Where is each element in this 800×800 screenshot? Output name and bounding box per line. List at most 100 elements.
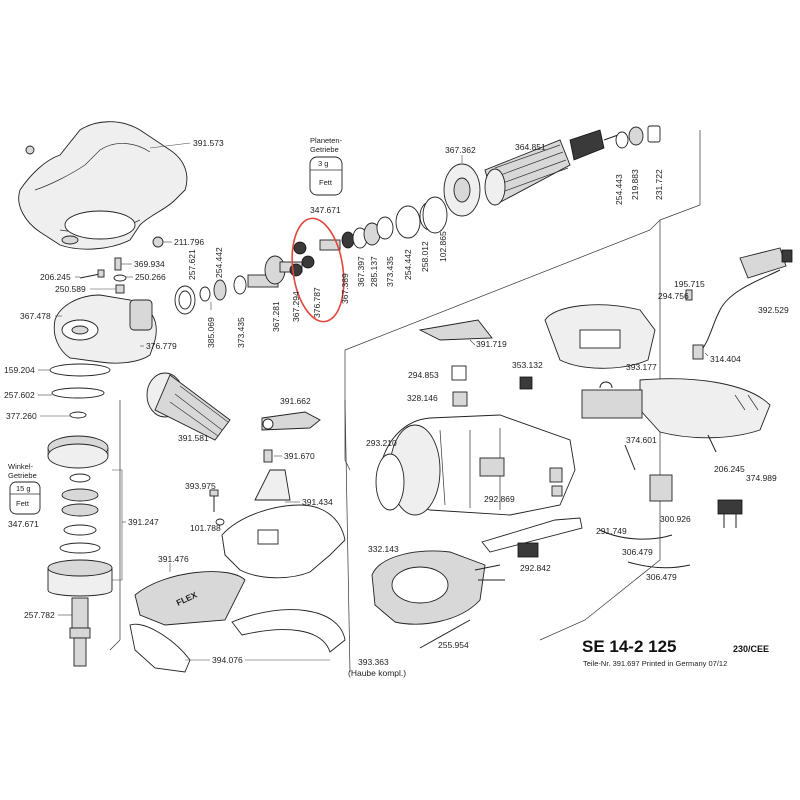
svg-text:391.662: 391.662 <box>280 396 311 406</box>
svg-text:373.435: 373.435 <box>385 256 395 287</box>
svg-text:257.782: 257.782 <box>24 610 55 620</box>
power-cord <box>692 247 793 360</box>
svg-text:291.749: 291.749 <box>596 526 627 536</box>
svg-text:367.397: 367.397 <box>356 256 366 287</box>
label-291749: 291.749 <box>481 517 627 553</box>
svg-text:394.076: 394.076 <box>212 655 243 665</box>
svg-text:367.389: 367.389 <box>340 273 350 304</box>
motor-housing-shell <box>18 121 188 250</box>
label-250266: 250.266 <box>126 272 166 282</box>
label-391581: 391.581 <box>178 433 209 443</box>
svg-text:101.788: 101.788 <box>190 523 221 533</box>
part-number-line: Teile-Nr. 391.697 Printed in Germany 07/… <box>583 659 727 668</box>
svg-text:254.442: 254.442 <box>214 247 224 278</box>
side-handle <box>146 372 231 441</box>
label-102865: 102.865 <box>438 231 448 262</box>
svg-text:206.245: 206.245 <box>40 272 71 282</box>
svg-text:258.012: 258.012 <box>420 241 430 272</box>
svg-text:385.069: 385.069 <box>206 317 216 348</box>
label-374989: 374.989 <box>717 473 777 528</box>
label-206245-left: 206.245 <box>40 272 80 282</box>
svg-text:211.796: 211.796 <box>174 237 204 247</box>
label-373435-right: 373.435 <box>385 256 395 287</box>
label-211796: 211.796 <box>152 236 204 248</box>
label-393363: 393.363 (Haube kompl.) <box>348 657 406 678</box>
svg-text:250.589: 250.589 <box>55 284 86 294</box>
svg-text:195.715: 195.715 <box>674 279 705 289</box>
label-376787: 376.787 <box>312 287 322 318</box>
svg-text:367.478: 367.478 <box>20 311 51 321</box>
svg-text:Planeten-: Planeten- <box>310 136 343 145</box>
label-254442-left: 254.442 <box>214 247 224 278</box>
svg-text:367.294: 367.294 <box>291 291 301 322</box>
label-364851: 364.851 <box>515 142 546 152</box>
label-254442-right: 254.442 <box>403 249 413 280</box>
label-367281: 367.281 <box>271 301 281 332</box>
label-195715: 195.715 <box>674 279 705 301</box>
svg-text:254.442: 254.442 <box>403 249 413 280</box>
label-377260: 377.260 <box>6 411 70 421</box>
svg-text:377.260: 377.260 <box>6 411 37 421</box>
label-373435-left: 373.435 <box>236 317 246 348</box>
title-block: SE 14-2 125 230/CEE Teile-Nr. 391.697 Pr… <box>582 637 769 668</box>
svg-text:257.602: 257.602 <box>4 390 35 400</box>
label-306479-lower: 306.479 <box>627 561 691 582</box>
svg-text:Fett: Fett <box>319 178 333 187</box>
model-title: SE 14-2 125 <box>582 637 677 656</box>
svg-text:3 g: 3 g <box>318 159 328 168</box>
guard-assembly: FLEX <box>129 411 346 673</box>
label-255954: 255.954 <box>419 619 471 650</box>
svg-text:391.581: 391.581 <box>178 433 209 443</box>
svg-text:292.842: 292.842 <box>520 563 551 573</box>
svg-text:332.143: 332.143 <box>368 544 399 554</box>
svg-text:300.926: 300.926 <box>660 514 691 524</box>
label-159204: 159.204 <box>4 365 50 375</box>
armature-assembly <box>443 125 661 217</box>
rear-housing-cover <box>544 304 656 369</box>
svg-text:376.779: 376.779 <box>146 341 177 351</box>
label-393975: 393.975 <box>185 481 216 491</box>
svg-text:159.204: 159.204 <box>4 365 35 375</box>
svg-text:376.787: 376.787 <box>312 287 322 318</box>
label-206245-right: 206.245 <box>707 434 745 474</box>
main-housing-293210 <box>375 414 576 516</box>
label-367397: 367.397 <box>356 256 366 287</box>
label-367362: 367.362 <box>445 145 476 163</box>
svg-text:328.146: 328.146 <box>407 393 438 403</box>
svg-text:392.529: 392.529 <box>758 305 789 315</box>
label-101788: 101.788 <box>190 523 221 533</box>
label-392529: 392.529 <box>758 305 789 315</box>
svg-text:393.975: 393.975 <box>185 481 216 491</box>
svg-text:257.621: 257.621 <box>187 249 197 280</box>
svg-text:374.989: 374.989 <box>746 473 777 483</box>
label-231722: 231.722 <box>654 169 664 200</box>
svg-text:347.671: 347.671 <box>310 205 341 215</box>
label-393177: 393.177 <box>626 362 657 372</box>
label-292869: 292.869 <box>484 494 515 504</box>
svg-text:353.132: 353.132 <box>512 360 543 370</box>
label-353132: 353.132 <box>512 360 543 390</box>
svg-text:Getriebe: Getriebe <box>310 145 339 154</box>
label-385069: 385.069 <box>206 302 216 348</box>
svg-text:206.245: 206.245 <box>714 464 745 474</box>
svg-text:391.670: 391.670 <box>284 451 315 461</box>
label-257621: 257.621 <box>187 249 197 280</box>
label-258012: 258.012 <box>420 241 430 272</box>
label-367389: 367.389 <box>340 273 350 304</box>
label-391247: 391.247 <box>112 469 159 581</box>
label-314404: 314.404 <box>704 352 741 364</box>
svg-text:250.266: 250.266 <box>135 272 166 282</box>
label-294756: 294.756 <box>658 291 689 301</box>
label-391670: 391.670 <box>274 451 315 461</box>
svg-text:391.434: 391.434 <box>302 497 333 507</box>
label-391719: 391.719 <box>418 319 507 349</box>
svg-text:391.573: 391.573 <box>193 138 224 148</box>
label-254443: 254.443 <box>614 174 624 205</box>
label-285137: 285.137 <box>369 256 379 287</box>
svg-text:306.479: 306.479 <box>646 572 677 582</box>
svg-text:391.719: 391.719 <box>476 339 507 349</box>
label-374601: 374.601 <box>581 381 657 445</box>
svg-text:293.210: 293.210 <box>366 438 397 448</box>
label-292842: 292.842 <box>517 542 551 573</box>
svg-text:Getriebe: Getriebe <box>8 471 37 480</box>
